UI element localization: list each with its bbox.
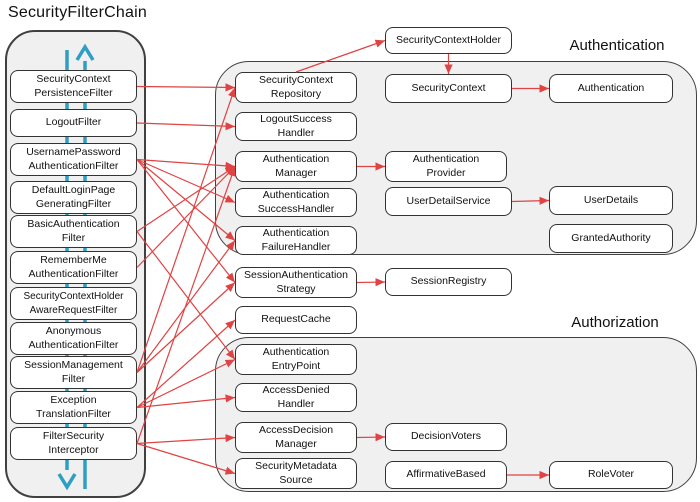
- node-logout-filter: LogoutFilter: [10, 109, 137, 137]
- node-logoutsuccess-handler: LogoutSuccess Handler: [235, 112, 357, 141]
- node-exception-translation-filter: Exception TranslationFilter: [10, 391, 137, 424]
- node-filtersecurity-interceptor: FilterSecurity Interceptor: [10, 427, 137, 460]
- node-securitycontextholder: SecurityContextHolder: [385, 27, 512, 54]
- node-authentication-manager: Authentication Manager: [235, 151, 357, 182]
- node-securitycontext-persistence-filter: SecurityContext PersistenceFilter: [10, 70, 137, 103]
- node-authentication-entrypoint: Authentication EntryPoint: [235, 344, 357, 375]
- node-authentication-provider: Authentication Provider: [385, 151, 507, 182]
- node-defaultloginpage-generating-filter: DefaultLoginPage GeneratingFilter: [10, 181, 137, 214]
- node-securitycontextholder-awarerequest-filter: SecurityContextHolder AwareRequestFilter: [10, 287, 137, 320]
- node-requestcache: RequestCache: [235, 306, 357, 334]
- authorization-section-label: Authorization: [571, 314, 659, 331]
- node-userdetails: UserDetails: [549, 186, 673, 215]
- node-authentication-successhandler: Authentication SuccessHandler: [235, 188, 357, 217]
- node-authentication: Authentication: [549, 74, 673, 103]
- node-rolevoter: RoleVoter: [549, 461, 673, 489]
- node-basic-authentication-filter: BasicAuthentication Filter: [10, 215, 137, 248]
- node-sessionregistry: SessionRegistry: [385, 268, 512, 296]
- node-accessdecision-manager: AccessDecision Manager: [235, 422, 357, 453]
- node-anonymous-authentication-filter: Anonymous AuthenticationFilter: [10, 322, 137, 355]
- node-grantedauthority: GrantedAuthority: [549, 224, 673, 253]
- node-securitymetadata-source: SecurityMetadata Source: [235, 458, 357, 489]
- node-userdetailservice: UserDetailService: [385, 187, 512, 216]
- diagram-title: SecurityFilterChain: [8, 4, 147, 21]
- node-usernamepassword-authentication-filter: UsernamePassword AuthenticationFilter: [10, 143, 137, 176]
- node-session-management-filter: SessionManagement Filter: [10, 356, 137, 389]
- node-rememberme-authentication-filter: RememberMe AuthenticationFilter: [10, 251, 137, 284]
- node-authentication-failurehandler: Authentication FailureHandler: [235, 226, 357, 255]
- node-sessionauthentication-strategy: SessionAuthentication Strategy: [235, 267, 357, 298]
- node-securitycontext: SecurityContext: [385, 74, 512, 103]
- node-securitycontext-repository: SecurityContext Repository: [235, 72, 357, 103]
- node-affirmativebased: AffirmativeBased: [385, 461, 507, 489]
- authentication-section-label: Authentication: [569, 37, 665, 54]
- node-decisionvoters: DecisionVoters: [385, 423, 507, 451]
- node-accessdenied-handler: AccessDenied Handler: [235, 383, 357, 412]
